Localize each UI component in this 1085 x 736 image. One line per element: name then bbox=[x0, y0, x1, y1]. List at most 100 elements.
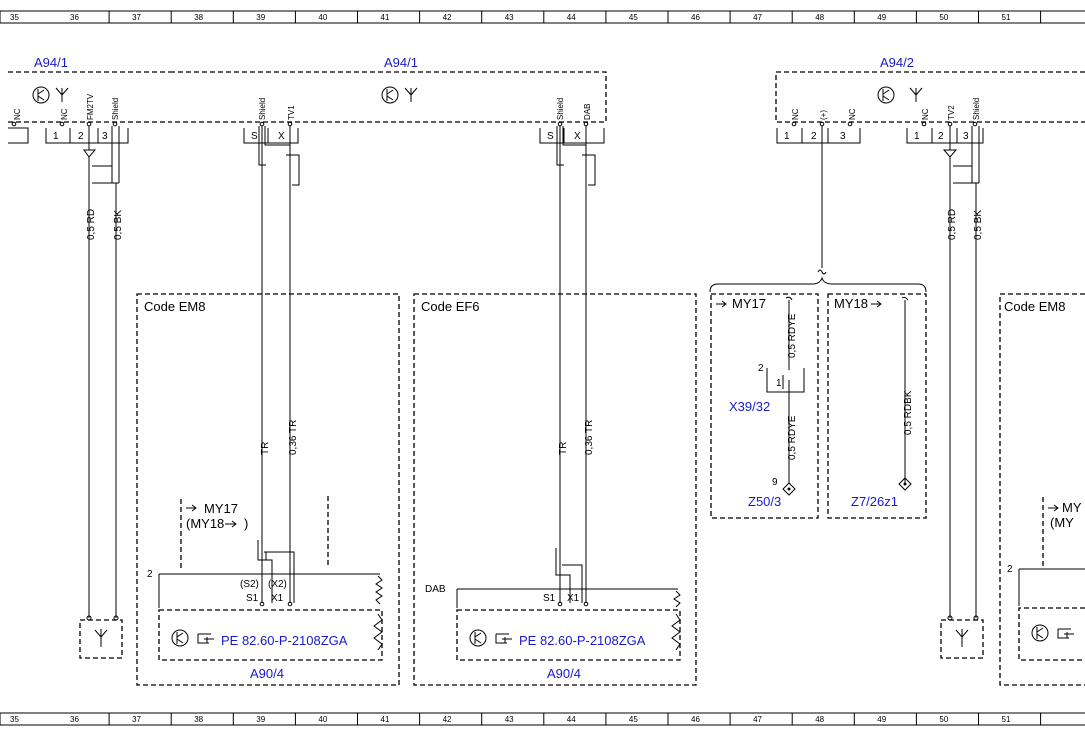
svg-text:(X2): (X2) bbox=[268, 579, 287, 590]
svg-text:X: X bbox=[278, 131, 285, 142]
code-label-em8-left: Code EM8 bbox=[144, 299, 205, 314]
svg-text:S1: S1 bbox=[246, 593, 259, 604]
grid-column-label: 35 bbox=[10, 715, 19, 724]
ref-link-left[interactable]: PE 82.60-P-2108ZGA bbox=[221, 633, 348, 648]
transistor-icon bbox=[32, 86, 50, 104]
grid-column-label: 47 bbox=[753, 715, 762, 724]
grid-column-label: 36 bbox=[70, 715, 79, 724]
code-label-em8-right: Code EM8 bbox=[1004, 299, 1065, 314]
svg-text:TR: TR bbox=[558, 442, 569, 455]
svg-text:S1: S1 bbox=[543, 593, 556, 604]
svg-text:DAB: DAB bbox=[583, 104, 592, 120]
grid-column-label: 41 bbox=[381, 715, 390, 724]
grid-column-label: 43 bbox=[505, 715, 514, 724]
grid-column-label: 45 bbox=[629, 715, 638, 724]
hand-pointer-icon bbox=[197, 633, 214, 644]
svg-text:2: 2 bbox=[938, 131, 944, 142]
svg-text:NC: NC bbox=[60, 108, 69, 120]
svg-text:MY18: MY18 bbox=[834, 296, 868, 311]
svg-text:0,5 RD: 0,5 RD bbox=[86, 209, 97, 240]
ref-link-mid[interactable]: PE 82.60-P-2108ZGA bbox=[519, 633, 646, 648]
svg-text:0,5 BK: 0,5 BK bbox=[113, 210, 124, 240]
svg-text:): ) bbox=[244, 516, 248, 531]
grid-column-label: 40 bbox=[318, 715, 327, 724]
component-label-z7-26z1: Z7/26z1 bbox=[851, 494, 898, 509]
grid-column-label: 49 bbox=[877, 715, 886, 724]
grid-column-label: 46 bbox=[691, 715, 700, 724]
svg-text:(MY18: (MY18 bbox=[186, 516, 224, 531]
grid-column-label: 47 bbox=[753, 13, 762, 22]
svg-text:FM2TV: FM2TV bbox=[86, 93, 95, 120]
svg-text:3: 3 bbox=[102, 131, 108, 142]
transistor-icon bbox=[1031, 624, 1049, 642]
svg-text:NC: NC bbox=[921, 108, 930, 120]
grid-column-label: 45 bbox=[629, 13, 638, 22]
antenna-icon bbox=[909, 87, 923, 102]
svg-text:2: 2 bbox=[1007, 564, 1013, 575]
grid-column-label: 50 bbox=[939, 715, 948, 724]
component-label-a94-2: A94/2 bbox=[880, 55, 914, 70]
transistor-icon bbox=[877, 86, 895, 104]
transistor-icon bbox=[469, 629, 487, 647]
svg-text:1: 1 bbox=[53, 131, 59, 142]
grid-column-label: 37 bbox=[132, 13, 141, 22]
svg-text:Shield: Shield bbox=[556, 98, 565, 120]
component-label-a94-1-left: A94/1 bbox=[34, 55, 68, 70]
grid-column-label: 48 bbox=[815, 13, 824, 22]
grid-column-label: 43 bbox=[505, 13, 514, 22]
grid-column-label: 44 bbox=[567, 715, 576, 724]
antenna-icon bbox=[955, 629, 969, 647]
grid-column-label: 42 bbox=[443, 715, 452, 724]
svg-text:(MY: (MY bbox=[1050, 515, 1074, 530]
grid-column-label: 37 bbox=[132, 715, 141, 724]
component-label-x39-32: X39/32 bbox=[729, 399, 770, 414]
svg-text:3: 3 bbox=[840, 131, 846, 142]
svg-text:TV2: TV2 bbox=[947, 105, 956, 120]
svg-text:NC: NC bbox=[848, 108, 857, 120]
svg-text:(+): (+) bbox=[819, 110, 828, 120]
svg-text:2: 2 bbox=[78, 131, 84, 142]
component-label-a94-1-mid: A94/1 bbox=[384, 55, 418, 70]
svg-text:Shield: Shield bbox=[972, 98, 981, 120]
svg-text:Shield: Shield bbox=[258, 98, 267, 120]
grid-column-label: 40 bbox=[318, 13, 327, 22]
grid-column-label: 44 bbox=[567, 13, 576, 22]
antenna-icon bbox=[55, 87, 69, 102]
svg-text:0,36 TR: 0,36 TR bbox=[288, 420, 299, 455]
svg-text:NC: NC bbox=[791, 108, 800, 120]
svg-text:(S2): (S2) bbox=[240, 579, 259, 590]
svg-text:1: 1 bbox=[914, 131, 920, 142]
component-label-a90-4-left: A90/4 bbox=[250, 666, 284, 681]
svg-text:2: 2 bbox=[811, 131, 817, 142]
transistor-icon bbox=[171, 629, 189, 647]
component-label-z50-3: Z50/3 bbox=[748, 494, 781, 509]
svg-text:9: 9 bbox=[772, 477, 778, 488]
grid-column-label: 38 bbox=[194, 13, 203, 22]
grid-column-label: 51 bbox=[1002, 715, 1011, 724]
grid-column-label: 35 bbox=[10, 13, 19, 22]
svg-text:X1: X1 bbox=[271, 593, 284, 604]
antenna-icon bbox=[404, 87, 418, 102]
hand-pointer-icon bbox=[495, 633, 512, 644]
grid-column-label: 39 bbox=[256, 13, 265, 22]
transistor-icon bbox=[381, 86, 399, 104]
grid-column-label: 48 bbox=[815, 715, 824, 724]
svg-text:1: 1 bbox=[776, 378, 782, 389]
grid-column-label: 36 bbox=[70, 13, 79, 22]
code-label-ef6: Code EF6 bbox=[421, 299, 480, 314]
svg-text:X1: X1 bbox=[567, 593, 580, 604]
svg-text:0,36 TR: 0,36 TR bbox=[584, 420, 595, 455]
svg-text:TV1: TV1 bbox=[287, 105, 296, 120]
svg-text:DAB: DAB bbox=[425, 584, 446, 595]
hand-pointer-icon bbox=[1057, 628, 1074, 639]
svg-text:0,5 RDYE: 0,5 RDYE bbox=[787, 313, 798, 358]
svg-text:TR: TR bbox=[260, 442, 271, 455]
svg-text:0,5 RD: 0,5 RD bbox=[947, 209, 958, 240]
svg-text:X: X bbox=[574, 131, 581, 142]
svg-text:S: S bbox=[547, 131, 554, 142]
grid-column-label: 39 bbox=[256, 715, 265, 724]
grid-column-label: 50 bbox=[939, 13, 948, 22]
